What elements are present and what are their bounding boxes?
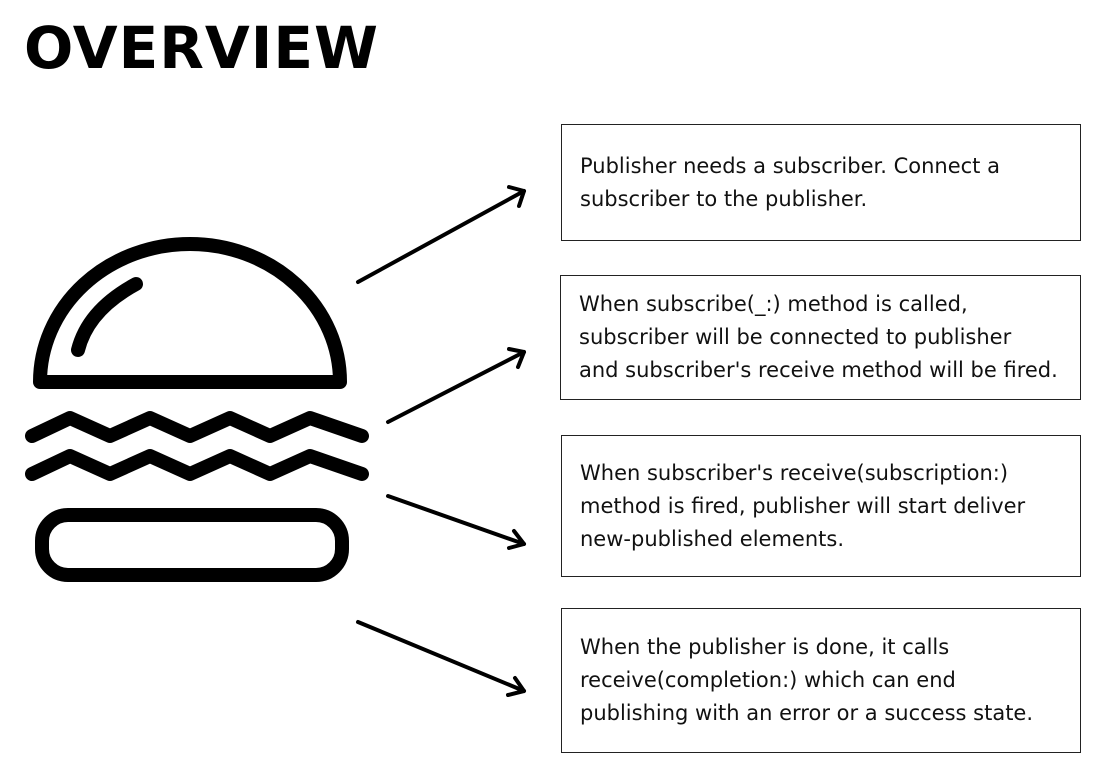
step-box-2: When subscribe(_:) method is called, sub…	[560, 275, 1081, 400]
arrow-1	[356, 185, 526, 284]
burger-bun-top	[33, 237, 347, 389]
burger-bun-bottom	[35, 508, 349, 582]
arrow-2	[386, 347, 526, 424]
step-box-4: When the publisher is done, it calls rec…	[561, 608, 1081, 753]
step-text-1: Publisher needs a subscriber. Connect a …	[580, 153, 1000, 211]
burger-bun-highlight	[71, 277, 143, 357]
arrow-4	[356, 620, 526, 697]
burger-icon	[25, 237, 369, 582]
step-text-3: When subscriber's receive(subscription:)…	[580, 460, 1026, 551]
step-text-2: When subscribe(_:) method is called, sub…	[579, 292, 1058, 382]
step-text-4: When the publisher is done, it calls rec…	[580, 635, 1034, 725]
page-title: OVERVIEW	[24, 14, 379, 82]
burger-lettuce-bottom	[25, 449, 369, 481]
burger-lettuce-top	[25, 411, 369, 443]
arrow-3	[386, 494, 526, 550]
step-box-1: Publisher needs a subscriber. Connect a …	[561, 124, 1081, 241]
step-box-3: When subscriber's receive(subscription:)…	[561, 435, 1081, 577]
arrows	[356, 185, 526, 697]
